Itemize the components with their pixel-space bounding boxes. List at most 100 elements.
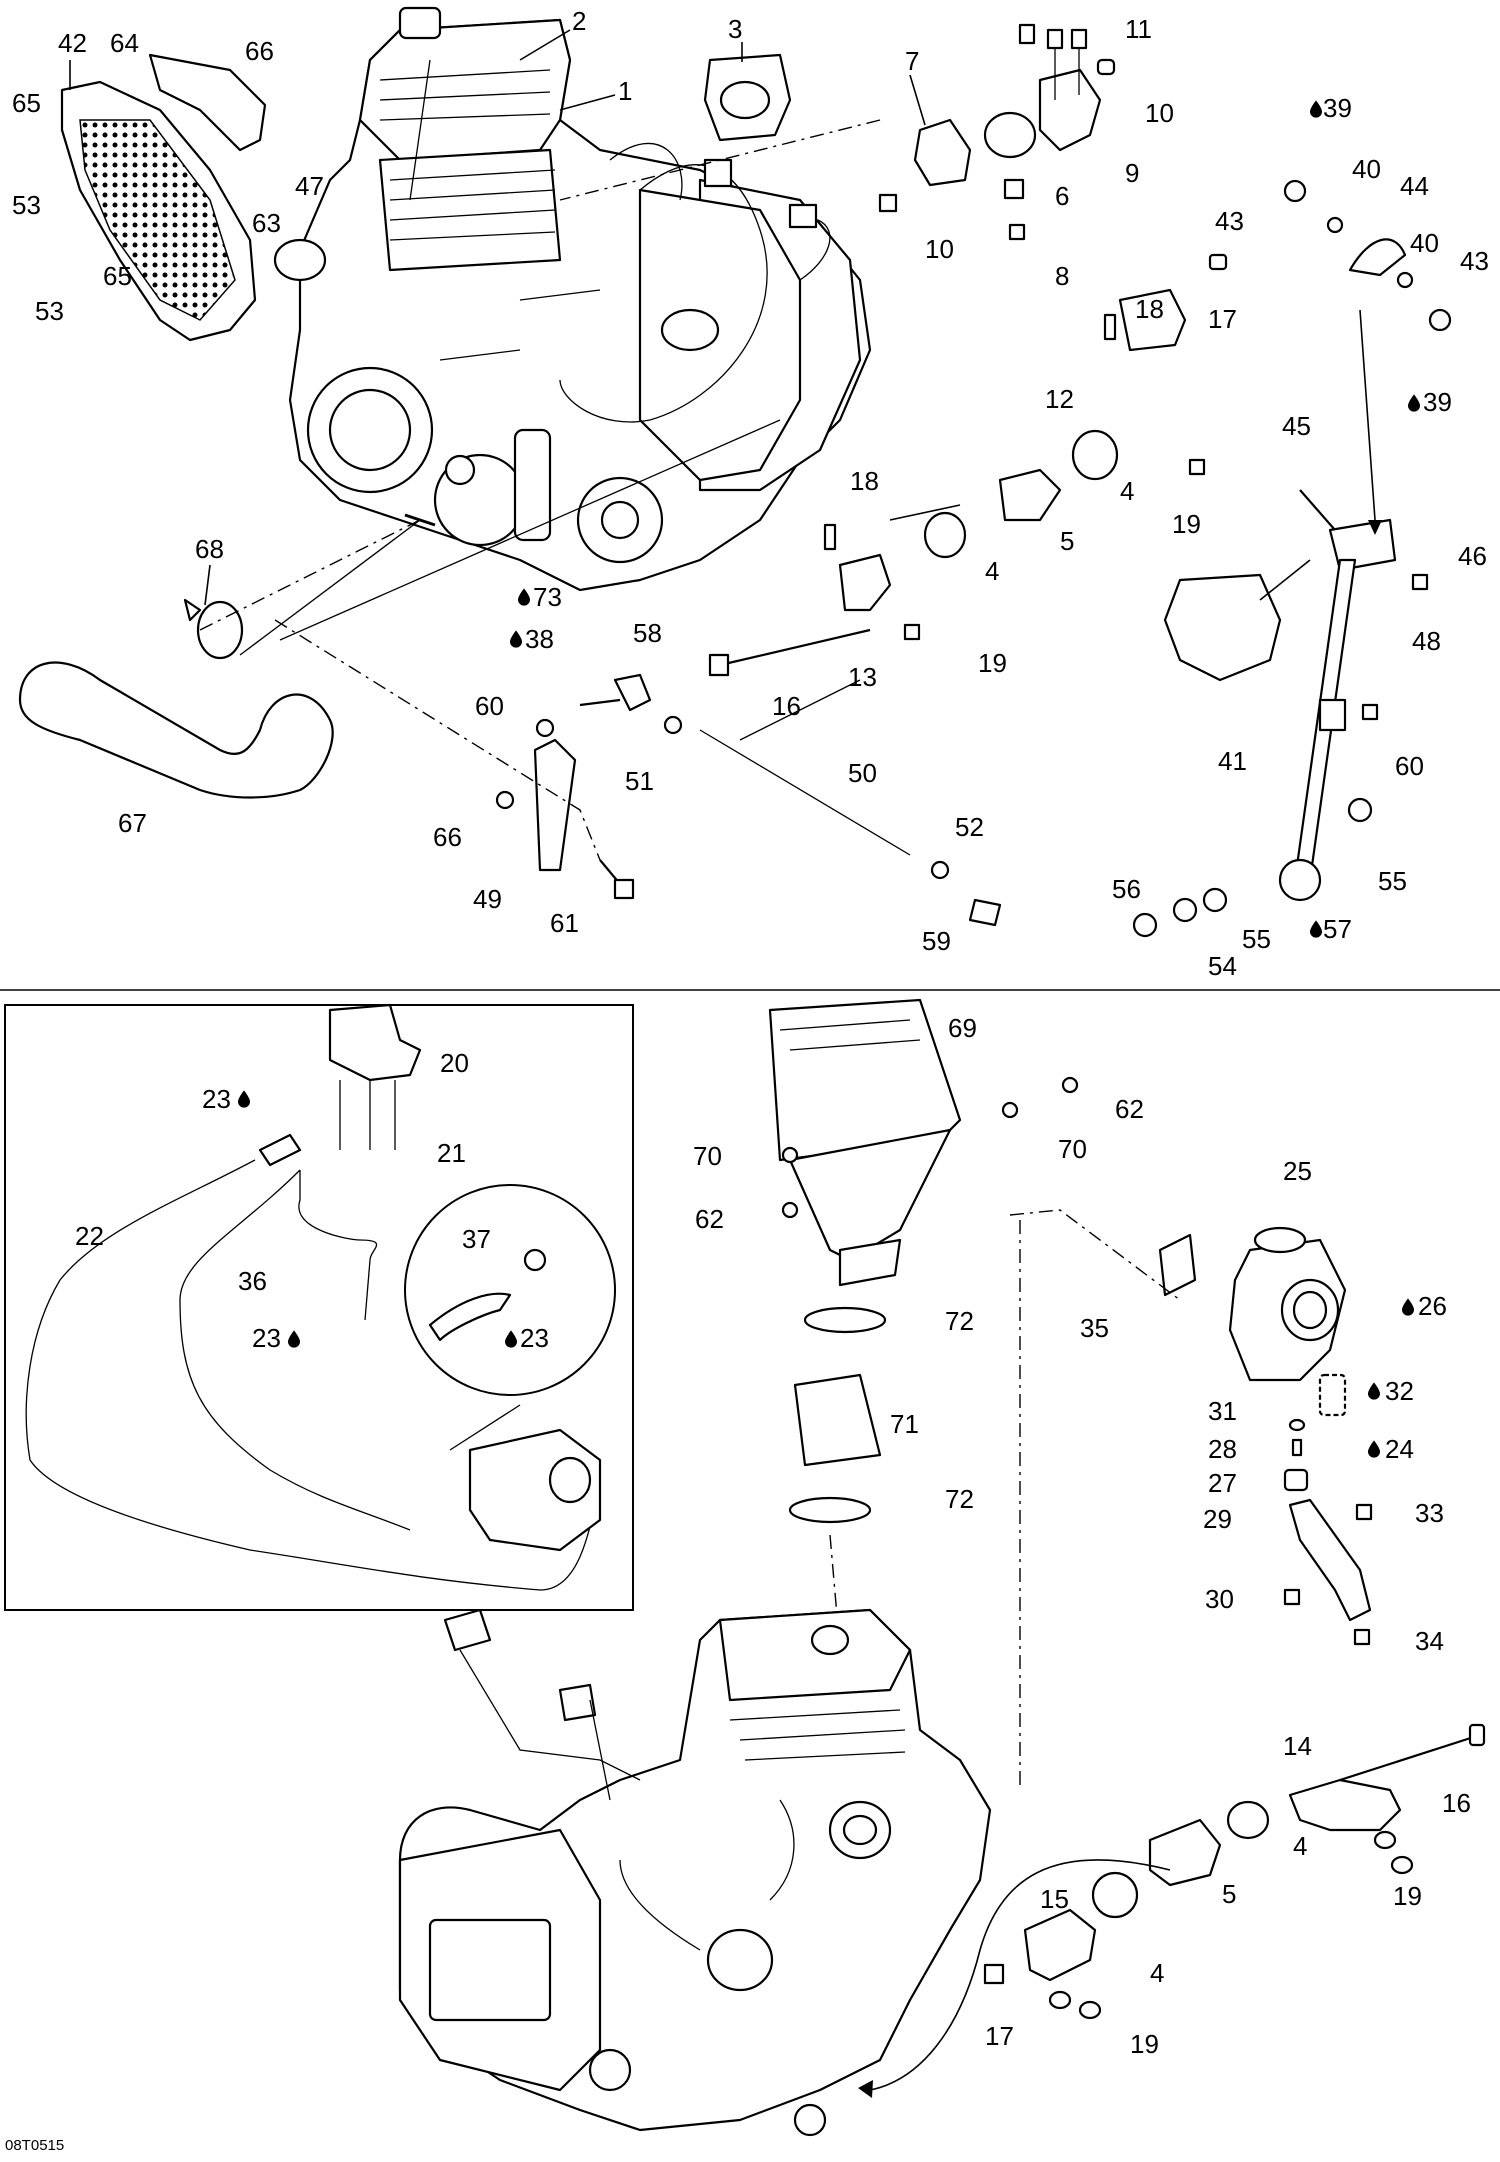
- oil-drop-icon: [1368, 1440, 1380, 1458]
- callout-7: 7: [905, 46, 919, 76]
- callout-35: 35: [1080, 1313, 1109, 1343]
- callout-54: 54: [1208, 951, 1237, 981]
- guide-line-1: [199, 519, 421, 631]
- bracket-assembly-upper: [878, 23, 1116, 241]
- callout-59: 59: [922, 926, 951, 956]
- callout-70-a: 70: [693, 1141, 722, 1171]
- callout-62-b: 62: [1115, 1094, 1144, 1124]
- oil-drop-icon: [510, 630, 522, 648]
- callout-9: 9: [1125, 158, 1139, 188]
- callout-52: 52: [955, 812, 984, 842]
- callout-66-a: 66: [245, 36, 274, 66]
- callout-55-b: 55: [1242, 924, 1271, 954]
- callout-63: 63: [252, 208, 281, 238]
- callout-58: 58: [633, 618, 662, 648]
- figure-reference: 08T0515: [5, 2137, 64, 2154]
- callout-6: 6: [1055, 181, 1069, 211]
- callout-55-a: 55: [1378, 866, 1407, 896]
- callout-65-b: 65: [103, 261, 132, 291]
- callout-68: 68: [195, 534, 224, 564]
- carburetor: [1009, 1209, 1373, 1790]
- callout-8: 8: [1055, 261, 1069, 291]
- arrow-line-39: [1359, 309, 1376, 521]
- callout-17-b: 17: [985, 2021, 1014, 2051]
- callout-41: 41: [1218, 746, 1247, 776]
- callout-46: 46: [1458, 541, 1487, 571]
- intake-boot-clamps: [788, 1306, 887, 1651]
- callout-64: 64: [110, 28, 139, 58]
- callout-50: 50: [848, 758, 877, 788]
- oil-drop-icon: [1408, 394, 1420, 412]
- callout-5-b: 5: [1222, 1879, 1236, 1909]
- guide-line-carb: [1009, 1209, 1181, 1301]
- callout-23-c: 23: [520, 1323, 549, 1353]
- airbox: [768, 998, 1079, 1287]
- callout-37: 37: [462, 1224, 491, 1254]
- callout-30: 30: [1205, 1584, 1234, 1614]
- callout-47: 47: [295, 171, 324, 201]
- callout-18-a: 18: [1135, 294, 1164, 324]
- callout-4-c: 4: [1293, 1831, 1307, 1861]
- callout-22: 22: [75, 1221, 104, 1251]
- oil-drop-icon: [1368, 1382, 1380, 1400]
- callout-14: 14: [1283, 1731, 1312, 1761]
- callout-40-b: 40: [1410, 228, 1439, 258]
- callout-29: 29: [1203, 1504, 1232, 1534]
- callout-19-a: 19: [1172, 509, 1201, 539]
- callout-40-a: 40: [1352, 154, 1381, 184]
- callout-2: 2: [572, 6, 586, 36]
- callout-23-b: 23: [252, 1323, 281, 1353]
- callout-labels: 1 2 3 4 4 5 6 7 8 9 10 10 11 12 13 16 17…: [5, 6, 1489, 2154]
- callout-19-c: 19: [1393, 1881, 1422, 1911]
- callout-19-b: 19: [978, 648, 1007, 678]
- callout-45: 45: [1282, 411, 1311, 441]
- callout-53-a: 53: [12, 190, 41, 220]
- arrow-line-41: [1259, 559, 1311, 601]
- callout-32: 32: [1385, 1376, 1414, 1406]
- callout-26: 26: [1418, 1291, 1447, 1321]
- arrow-head-mount: [858, 2080, 873, 2098]
- callout-27: 27: [1208, 1468, 1237, 1498]
- callout-18-b: 18: [850, 466, 879, 496]
- callout-48: 48: [1412, 626, 1441, 656]
- callout-10-a: 10: [925, 234, 954, 264]
- callout-39-b: 39: [1423, 387, 1452, 417]
- callout-51: 51: [625, 766, 654, 796]
- callout-31: 31: [1208, 1396, 1237, 1426]
- arrow-curve-mount: [869, 1859, 1171, 2091]
- throttle-cable-inset: [25, 1003, 616, 1591]
- callout-57: 57: [1323, 914, 1352, 944]
- callout-56: 56: [1112, 874, 1141, 904]
- callout-65-a: 65: [12, 88, 41, 118]
- throttle-lever-assembly: [1132, 179, 1452, 938]
- callout-21: 21: [437, 1138, 466, 1168]
- callout-60-b: 60: [1395, 751, 1424, 781]
- callout-10-b: 10: [1145, 98, 1174, 128]
- callout-73: 73: [533, 582, 562, 612]
- oil-drop-icon: [1310, 920, 1322, 938]
- inset-frame: [4, 1004, 634, 1611]
- callout-72-b: 72: [945, 1484, 974, 1514]
- oil-drop-icon: [1310, 100, 1322, 118]
- callout-28: 28: [1208, 1434, 1237, 1464]
- callout-17-a: 17: [1208, 304, 1237, 334]
- callout-72-a: 72: [945, 1306, 974, 1336]
- intake-hose: [18, 598, 334, 799]
- callout-5-a: 5: [1060, 526, 1074, 556]
- callout-36: 36: [238, 1266, 267, 1296]
- callout-38: 38: [525, 624, 554, 654]
- callout-49: 49: [473, 884, 502, 914]
- callout-11: 11: [1125, 14, 1152, 44]
- oil-drop-icon: [518, 588, 530, 606]
- callout-39-a: 39: [1323, 93, 1352, 123]
- callout-34: 34: [1415, 1626, 1444, 1656]
- callout-43-b: 43: [1460, 246, 1489, 276]
- callout-69: 69: [948, 1013, 977, 1043]
- callout-53-b: 53: [35, 296, 64, 326]
- callout-62-a: 62: [695, 1204, 724, 1234]
- engine-mount-right-top: [708, 253, 1228, 677]
- guide-line-3: [559, 119, 881, 201]
- callout-20: 20: [440, 1048, 469, 1078]
- callout-66-b: 66: [433, 822, 462, 852]
- callout-4-a: 4: [1120, 476, 1134, 506]
